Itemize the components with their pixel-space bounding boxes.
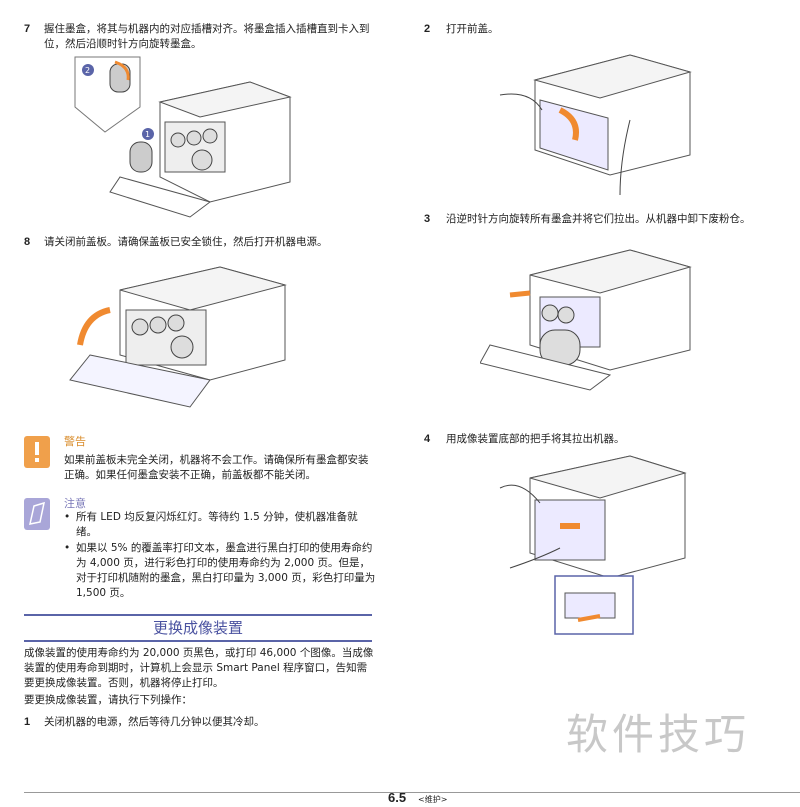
step-7-number: 7 bbox=[24, 23, 31, 35]
step-3-number: 3 bbox=[424, 213, 431, 225]
section-rule-top bbox=[24, 614, 372, 616]
footer-page-number: 6.5 bbox=[388, 790, 407, 805]
printer-insert-cartridge-illustration: 2 1 bbox=[74, 56, 292, 218]
warning-title: 警告 bbox=[64, 435, 86, 448]
printer-open-cover-illustration bbox=[499, 54, 692, 196]
note-title: 注意 bbox=[64, 497, 86, 510]
printer-remove-cartridges-illustration bbox=[480, 249, 692, 391]
printer-close-cover-illustration bbox=[69, 266, 287, 408]
step-4-text: 用成像装置底部的把手将其拉出机器。 bbox=[446, 433, 625, 445]
section-lead: 要更换成像装置，请执行下列操作： bbox=[24, 694, 192, 706]
printer-pull-imaging-unit-illustration bbox=[499, 455, 687, 635]
callout-2: 2 bbox=[85, 66, 90, 75]
watermark: 软件技巧 bbox=[566, 710, 751, 759]
step-4-number: 4 bbox=[424, 433, 431, 445]
step-7-text: 握住墨盒，将其与机器内的对应插槽对齐。将墨盒插入插槽直到卡入到位，然后沿顺时针方… bbox=[44, 23, 370, 50]
warning-text: 如果前盖板未完全关闭，机器将不会工作。请确保所有墨盒都安装正确。如果任何墨盒安装… bbox=[64, 454, 369, 481]
step-8-text: 请关闭前盖板。请确保盖板已安全锁住，然后打开机器电源。 bbox=[44, 236, 328, 248]
step-2-number: 2 bbox=[424, 23, 431, 35]
step-2-text: 打开前盖。 bbox=[446, 23, 499, 35]
step-8-number: 8 bbox=[24, 236, 31, 248]
footer-rule bbox=[24, 792, 800, 793]
warning-icon bbox=[24, 436, 50, 468]
section-intro: 成像装置的使用寿命约为 20,000 页黑色，或打印 46,000 个图像。当成… bbox=[24, 647, 374, 689]
step-3-text: 沿逆时针方向旋转所有墨盒并将它们拉出。从机器中卸下废粉仓。 bbox=[446, 213, 751, 225]
note-item: 所有 LED 均反复闪烁红灯。等待约 1.5 分钟，使机器准备就绪。 bbox=[64, 510, 376, 540]
section-rule-bottom bbox=[24, 640, 372, 642]
section-title: 更换成像装置 bbox=[152, 619, 243, 637]
note-icon bbox=[24, 498, 50, 530]
step-1-text: 关闭机器的电源，然后等待几分钟以便其冷却。 bbox=[44, 716, 265, 728]
callout-1: 1 bbox=[145, 130, 150, 139]
step-1-number: 1 bbox=[24, 716, 31, 728]
note-item: 如果以 5% 的覆盖率打印文本，墨盒进行黑白打印的使用寿命约为 4,000 页，… bbox=[64, 541, 376, 601]
